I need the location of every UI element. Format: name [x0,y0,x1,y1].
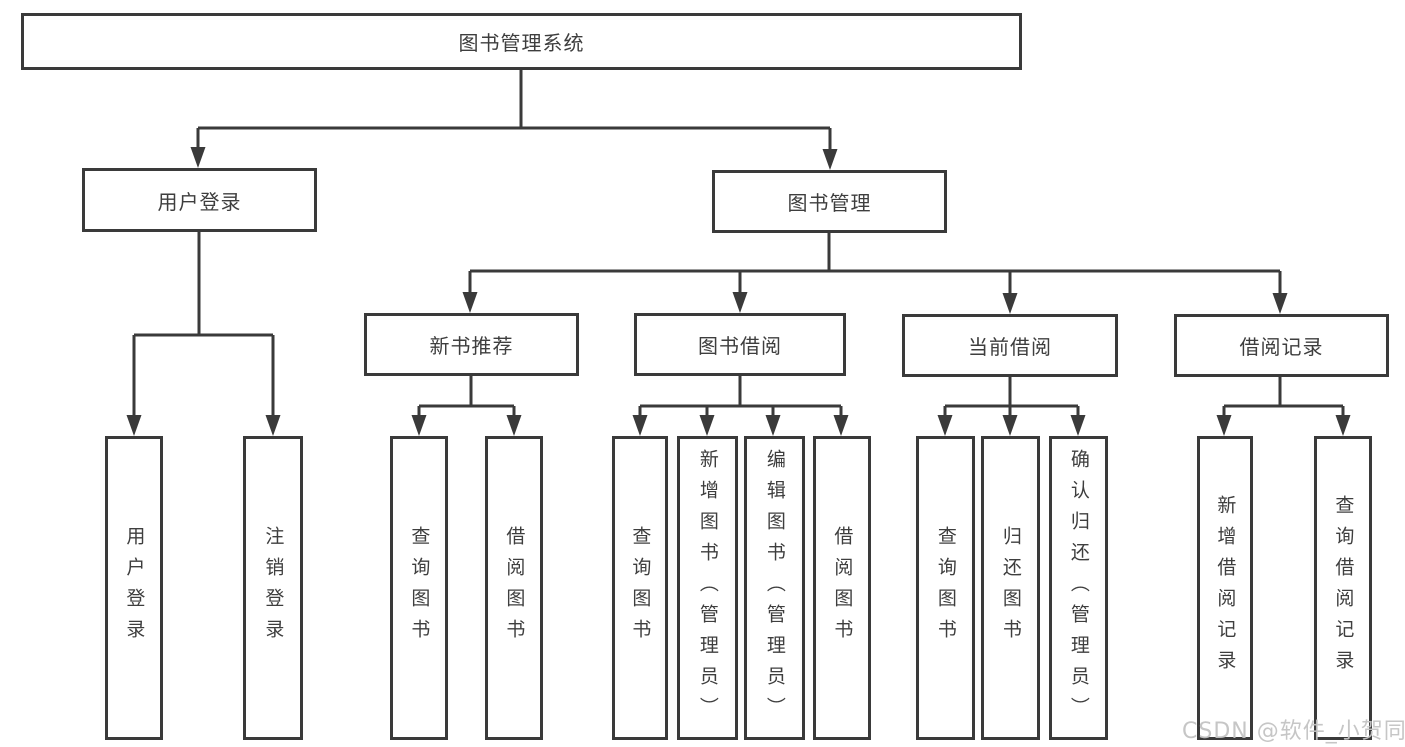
leaf-query-books-recommend: 查询图书 [390,436,448,740]
leaf-add-borrow-record: 新增借阅记录 [1197,436,1253,740]
node-book-borrowing: 图书借阅 [634,313,846,376]
leaf-return-books-label: 归还图书 [999,526,1022,650]
node-book-management-label: 图书管理 [787,191,872,215]
leaf-borrow-books-borrowing-label: 借阅图书 [831,526,854,650]
leaf-logout-login: 注销登录 [243,436,303,740]
leaf-user-login-label: 用户登录 [123,526,146,650]
leaf-borrow-books-recommend-label: 借阅图书 [503,526,526,650]
leaf-add-book-admin-label: 新增图书（管理员） [696,448,719,728]
leaf-edit-book-admin-label: 编辑图书（管理员） [763,448,786,728]
arrowheads [126,147,1351,436]
node-current-borrowing-label: 当前借阅 [968,335,1052,359]
leaf-logout-login-label: 注销登录 [262,526,285,650]
node-root-label: 图书管理系统 [458,31,585,55]
node-book-borrowing-label: 图书借阅 [698,334,782,358]
leaf-query-books-current-label: 查询图书 [934,526,957,650]
leaf-query-books-borrowing: 查询图书 [612,436,668,740]
leaf-confirm-return-admin: 确认归还（管理员） [1049,436,1108,740]
node-book-management: 图书管理 [712,170,947,233]
leaf-return-books: 归还图书 [981,436,1040,740]
leaf-query-books-recommend-label: 查询图书 [408,526,431,650]
csdn-watermark: CSDN @软件_小贺同学 [1182,719,1405,744]
leaf-borrow-books-recommend: 借阅图书 [485,436,543,740]
node-new-book-recommendation: 新书推荐 [364,313,579,376]
leaf-add-borrow-record-label: 新增借阅记录 [1214,495,1237,681]
leaf-borrow-books-borrowing: 借阅图书 [813,436,871,740]
leaf-query-borrow-record: 查询借阅记录 [1314,436,1372,740]
leaf-query-books-borrowing-label: 查询图书 [629,526,652,650]
node-borrowing-records-label: 借阅记录 [1239,335,1324,359]
leaf-edit-book-admin: 编辑图书（管理员） [744,436,805,740]
leaf-query-books-current: 查询图书 [916,436,975,740]
node-current-borrowing: 当前借阅 [902,314,1118,377]
node-user-login: 用户登录 [82,168,317,232]
leaf-query-borrow-record-label: 查询借阅记录 [1332,495,1355,681]
node-new-book-recommendation-label: 新书推荐 [429,334,514,358]
leaf-user-login: 用户登录 [105,436,163,740]
leaf-add-book-admin: 新增图书（管理员） [677,436,738,740]
leaf-confirm-return-admin-label: 确认归还（管理员） [1067,448,1090,728]
node-borrowing-records: 借阅记录 [1174,314,1389,377]
node-user-login-label: 用户登录 [157,189,242,214]
node-root: 图书管理系统 [21,13,1022,70]
